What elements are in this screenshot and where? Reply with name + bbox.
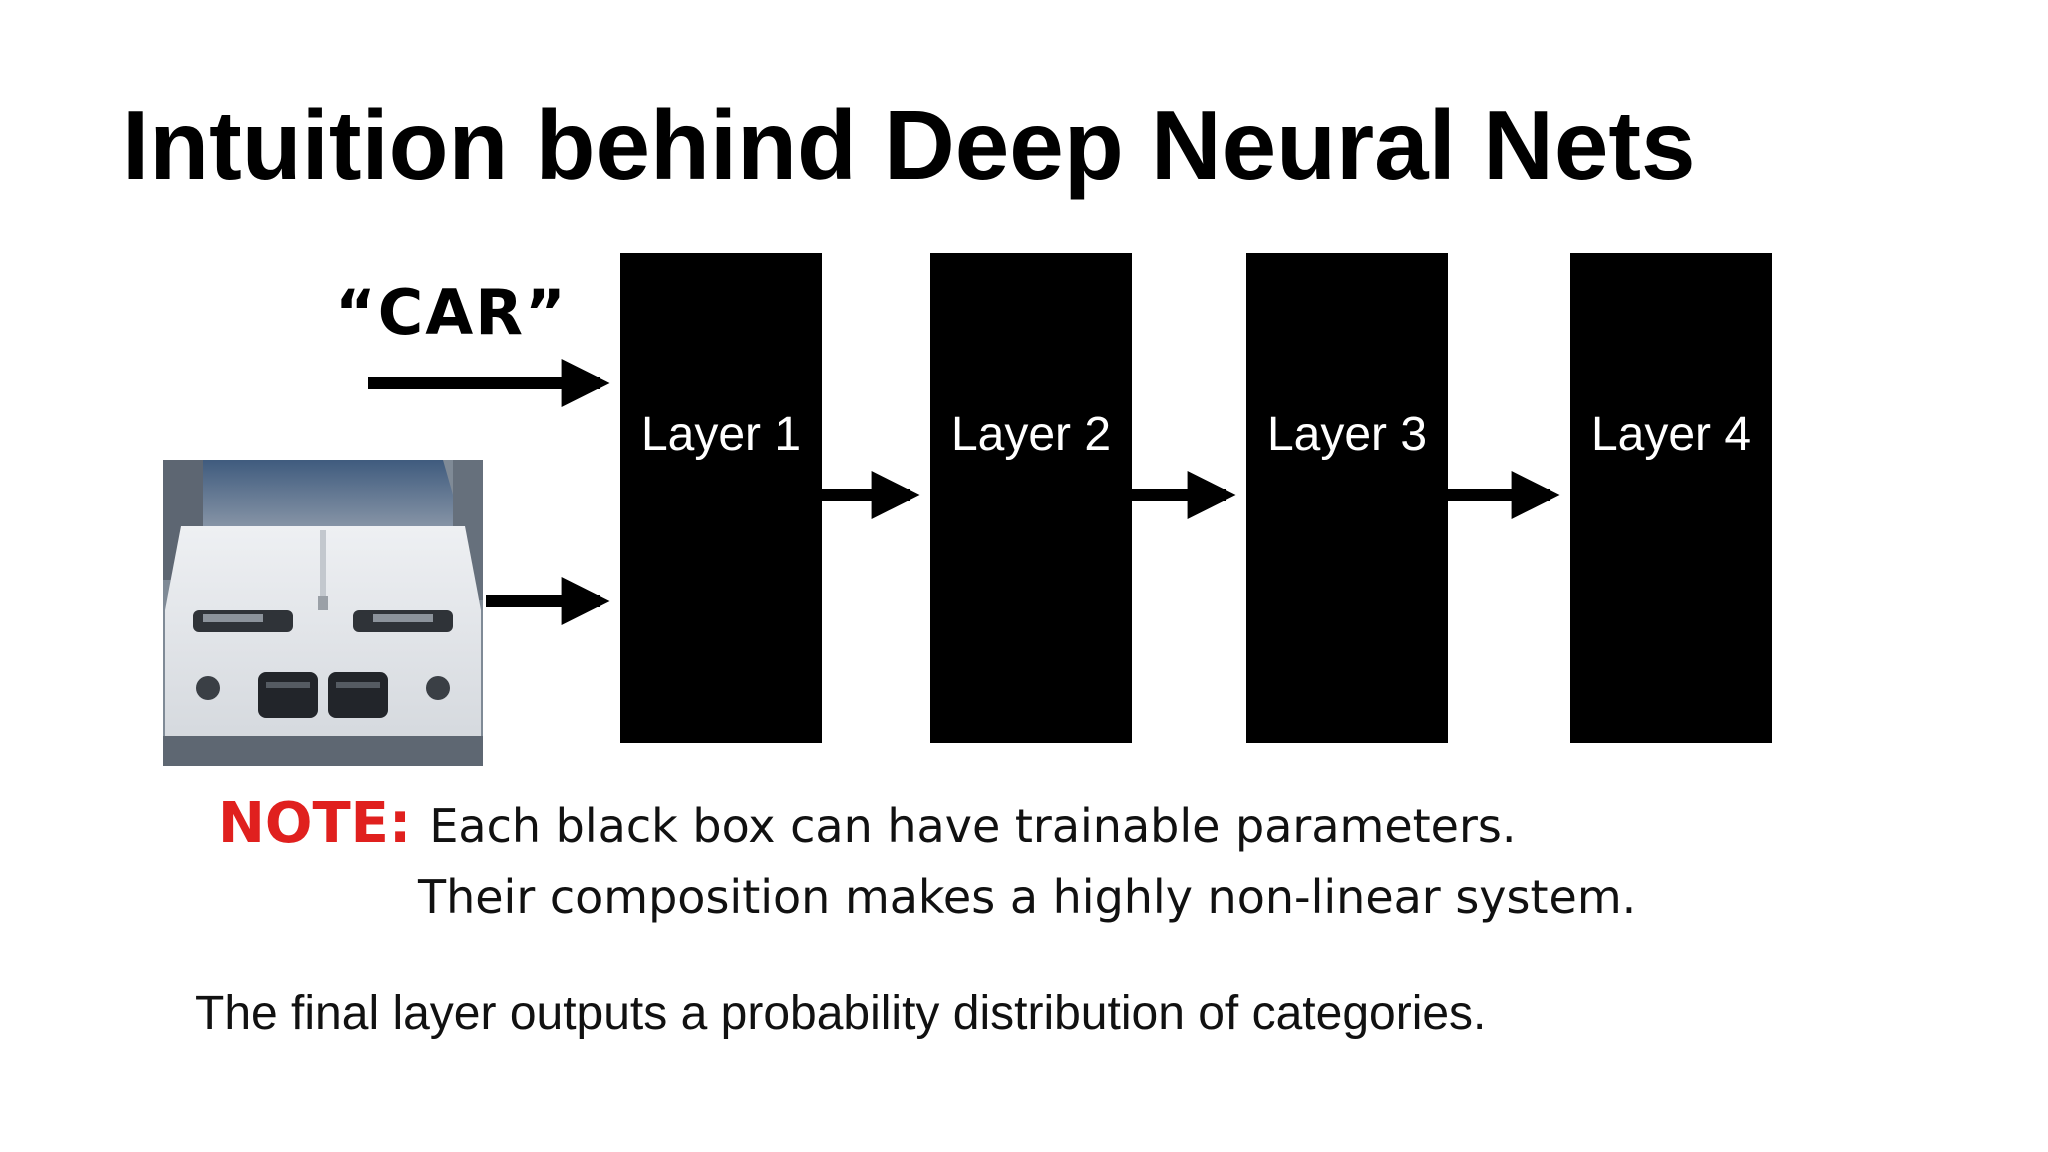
layer-box-2: Layer 2 xyxy=(930,253,1132,743)
layer-label: Layer 1 xyxy=(640,408,802,461)
car-photo xyxy=(163,460,483,766)
layer-box-1: Layer 1 xyxy=(620,253,822,743)
layer-box-4: Layer 4 xyxy=(1570,253,1772,743)
layer-label: Layer 4 xyxy=(1590,408,1752,461)
footer-text: The final layer outputs a probability di… xyxy=(195,987,1487,1040)
layer-label: Layer 2 xyxy=(950,408,1112,461)
note-text-1: Each black box can have trainable parame… xyxy=(429,799,1517,853)
car-label: “CAR” xyxy=(335,276,568,349)
layer-box-3: Layer 3 xyxy=(1246,253,1448,743)
note-prefix: NOTE: xyxy=(218,791,412,856)
note-line-2: Their composition makes a highly non-lin… xyxy=(418,874,1636,920)
car-illustration xyxy=(163,460,483,766)
slide-title: Intuition behind Deep Neural Nets xyxy=(122,90,1696,200)
note-text-2: Their composition makes a highly non-lin… xyxy=(418,870,1637,924)
note-line-1: NOTE:Each black box can have trainable p… xyxy=(218,796,1516,852)
layer-label: Layer 3 xyxy=(1266,408,1428,461)
